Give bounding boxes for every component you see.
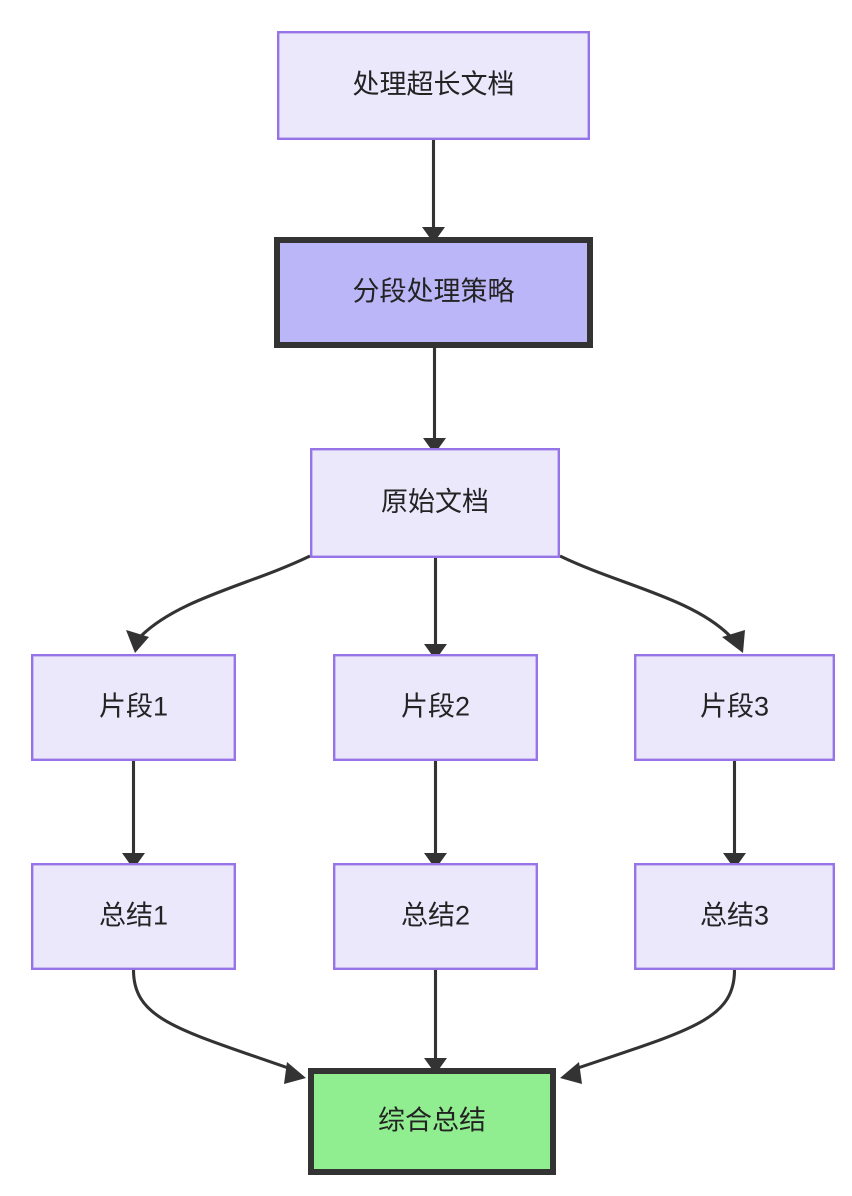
node-box-n1[interactable] — [277, 31, 591, 140]
node-box-n10[interactable] — [308, 1068, 556, 1175]
node-n2[interactable]: 分段处理策略 — [274, 237, 593, 348]
node-label-n8: 总结2 — [401, 901, 470, 931]
arrowhead-n3-n6 — [722, 630, 745, 653]
node-label-n5: 片段2 — [401, 692, 470, 722]
arrowhead-n5-n8 — [424, 853, 447, 869]
arrowhead-n3-n5 — [424, 644, 447, 660]
node-box-n5[interactable] — [333, 654, 539, 762]
node-n1[interactable]: 处理超长文档 — [277, 31, 591, 140]
node-label-n6: 片段3 — [700, 692, 769, 722]
node-n8[interactable]: 总结2 — [333, 863, 539, 971]
node-label-n7: 总结1 — [99, 901, 168, 931]
node-n6[interactable]: 片段3 — [634, 654, 836, 762]
node-n9[interactable]: 总结3 — [634, 863, 836, 971]
node-n4[interactable]: 片段1 — [31, 654, 237, 762]
node-label-n1: 处理超长文档 — [353, 70, 515, 100]
arrowhead-n4-n7 — [122, 853, 145, 869]
arrowheads-layer — [122, 227, 746, 1084]
edge-n7-to-n10 — [131, 969, 295, 1072]
arrowhead-n6-n9 — [723, 853, 746, 869]
arrowhead-n2-n3 — [423, 438, 446, 454]
edges-layer — [131, 140, 737, 1072]
node-label-n3: 原始文档 — [381, 487, 489, 517]
node-label-n9: 总结3 — [700, 901, 769, 931]
node-label-n4: 片段1 — [99, 692, 168, 722]
edge-n3-to-n6 — [559, 554, 732, 638]
node-label-n10: 综合总结 — [378, 1106, 486, 1136]
edge-n3-to-n4 — [139, 554, 311, 638]
node-box-n6[interactable] — [634, 654, 836, 762]
node-box-n2[interactable] — [274, 237, 593, 348]
arrowhead-n1-n2 — [422, 227, 445, 243]
arrowhead-n9-n10 — [560, 1062, 582, 1084]
edge-n9-to-n10 — [571, 969, 737, 1072]
node-n3[interactable]: 原始文档 — [310, 448, 561, 559]
arrowhead-n8-n10 — [424, 1058, 447, 1074]
node-n5[interactable]: 片段2 — [333, 654, 539, 762]
arrowhead-n7-n10 — [284, 1062, 306, 1084]
node-box-n8[interactable] — [333, 863, 539, 971]
node-label-n2: 分段处理策略 — [353, 277, 515, 307]
arrowhead-n3-n4 — [126, 630, 149, 653]
node-box-n7[interactable] — [31, 863, 237, 971]
node-n10[interactable]: 综合总结 — [308, 1068, 556, 1175]
node-box-n9[interactable] — [634, 863, 836, 971]
node-box-n4[interactable] — [31, 654, 237, 762]
node-box-n3[interactable] — [310, 448, 561, 559]
node-n7[interactable]: 总结1 — [31, 863, 237, 971]
